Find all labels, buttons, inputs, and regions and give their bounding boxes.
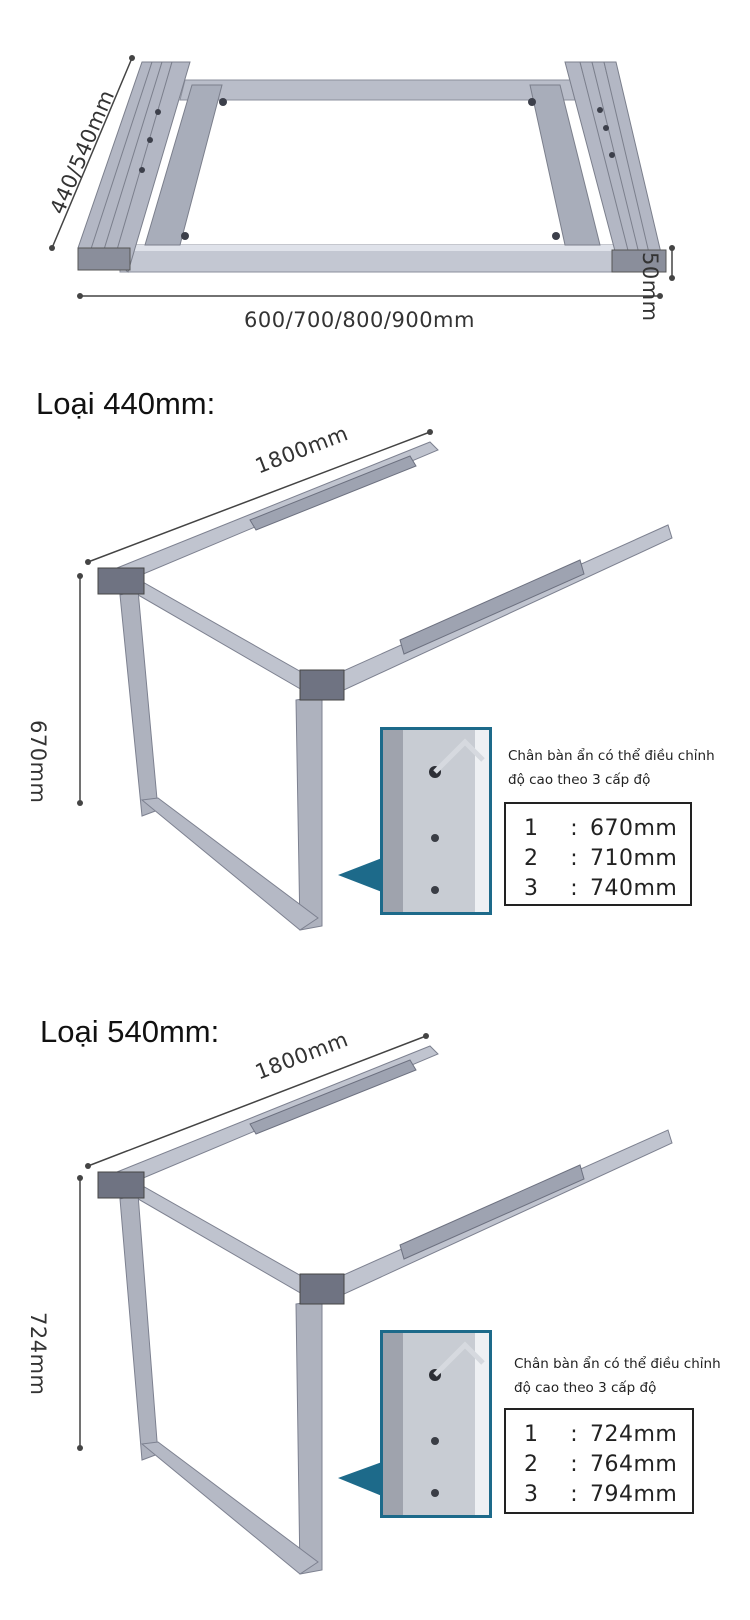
level-number: 2 xyxy=(524,846,538,871)
section-title: Loại 540mm: xyxy=(40,1014,220,1049)
height-levels-table: 1:670mm 2:710mm 3:740mm xyxy=(504,802,692,906)
adjustment-holes-closeup xyxy=(383,1333,489,1515)
level-row: 3:794mm xyxy=(524,1480,692,1510)
note-line-1: Chân bàn ẩn có thể điều chỉnh xyxy=(514,1356,721,1372)
height-levels-table: 1:724mm 2:764mm 3:794mm xyxy=(504,1408,694,1514)
level-number: 1 xyxy=(524,1422,538,1447)
level-value: 670mm xyxy=(590,816,678,841)
note-line-2: độ cao theo 3 cấp độ xyxy=(514,1380,657,1396)
level-value: 710mm xyxy=(590,846,678,871)
level-separator: : xyxy=(570,1452,578,1477)
note-line-1: Chân bàn ẩn có thể điều chỉnh xyxy=(508,748,715,764)
level-number: 2 xyxy=(524,1452,538,1477)
height-dimension-label: 50mm xyxy=(638,252,662,322)
height-dimension-label: 724mm xyxy=(26,1312,50,1396)
top-frame-figure: 440/540mm 600/700/800/900mm 50mm xyxy=(0,0,750,340)
level-separator: : xyxy=(570,816,578,841)
level-number: 1 xyxy=(524,816,538,841)
adjustment-note: Chân bàn ẩn có thể điều chỉnh độ cao the… xyxy=(508,744,748,792)
adjustment-note: Chân bàn ẩn có thể điều chỉnh độ cao the… xyxy=(514,1352,750,1400)
width-dimension-label: 600/700/800/900mm xyxy=(244,308,475,332)
level-row: 3:740mm xyxy=(524,874,690,904)
level-row: 1:724mm xyxy=(524,1420,692,1450)
adjustment-holes-closeup xyxy=(383,730,489,912)
height-dimension-label: 670mm xyxy=(26,720,50,804)
level-value: 724mm xyxy=(590,1422,678,1447)
level-value: 740mm xyxy=(590,876,678,901)
level-value: 794mm xyxy=(590,1482,678,1507)
leg-detail-inset xyxy=(380,727,492,915)
note-line-2: độ cao theo 3 cấp độ xyxy=(508,772,651,788)
level-number: 3 xyxy=(524,1482,538,1507)
level-separator: : xyxy=(570,876,578,901)
foldable-table-frame-illustration xyxy=(77,429,673,931)
section-540: Loại 540mm: 1800mm 724mm Chân bàn ẩn có xyxy=(0,1000,750,1600)
section-title: Loại 440mm: xyxy=(36,386,216,421)
section-440: Loại 440mm: 1800mm 670mm xyxy=(0,370,750,970)
level-separator: : xyxy=(570,846,578,871)
level-row: 1:670mm xyxy=(524,814,690,844)
frame-illustration xyxy=(49,55,675,299)
level-row: 2:764mm xyxy=(524,1450,692,1480)
leg-detail-inset xyxy=(380,1330,492,1518)
foldable-table-frame-illustration xyxy=(77,1033,673,1575)
level-separator: : xyxy=(570,1482,578,1507)
level-row: 2:710mm xyxy=(524,844,690,874)
level-separator: : xyxy=(570,1422,578,1447)
level-value: 764mm xyxy=(590,1452,678,1477)
level-number: 3 xyxy=(524,876,538,901)
